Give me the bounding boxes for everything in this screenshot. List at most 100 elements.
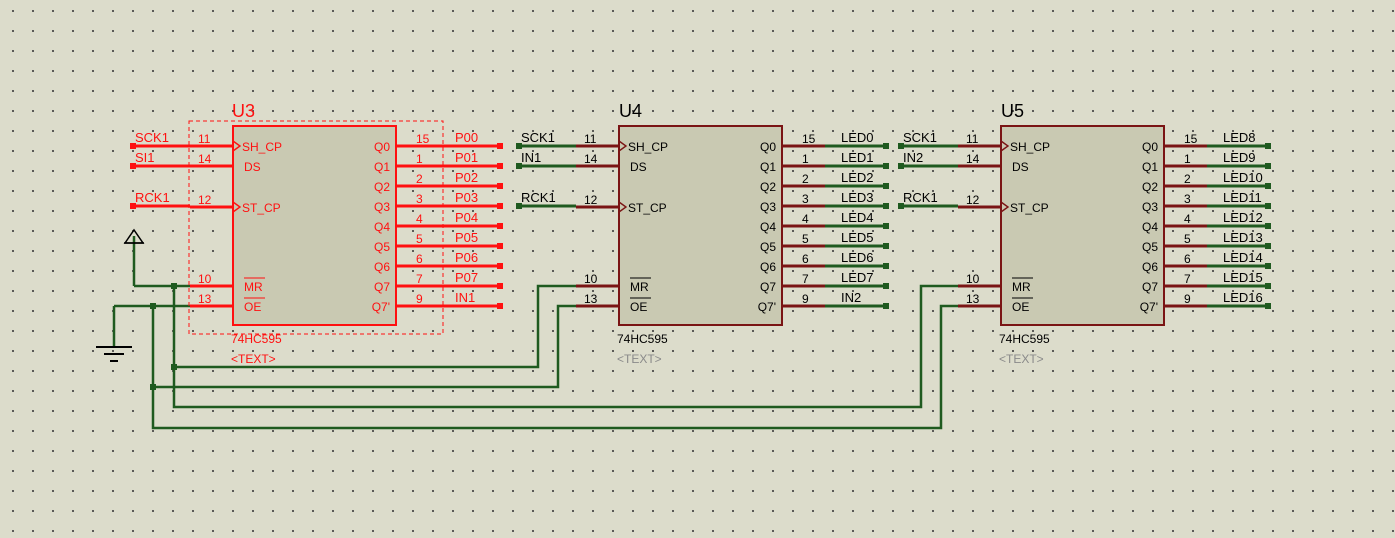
chip-text-placeholder: <TEXT>: [999, 352, 1044, 366]
pin-q4[interactable]: Q44: [374, 212, 439, 234]
chip-body[interactable]: [232, 125, 397, 326]
chip-body[interactable]: [618, 125, 783, 326]
pin-number: 7: [802, 272, 809, 286]
terminal-dot: [883, 303, 889, 309]
pin-number: 1: [802, 152, 809, 166]
pin-number: 9: [802, 292, 809, 306]
control-wire[interactable]: [153, 304, 576, 389]
pin-q1[interactable]: Q1 1: [374, 152, 439, 174]
pin-number: 3: [802, 192, 809, 206]
pin-number: 1: [416, 152, 423, 166]
pin-number: 2: [802, 172, 809, 186]
pin-q1[interactable]: Q11: [1142, 152, 1207, 174]
pin-number: 10: [966, 272, 980, 286]
net-label-led11: LED11: [1223, 190, 1262, 205]
control-wire[interactable]: [174, 284, 576, 369]
junction-dot: [171, 364, 177, 370]
terminal-dot: [883, 243, 889, 249]
pin-q2[interactable]: Q22: [374, 172, 439, 194]
net-label-p07: P07: [455, 270, 478, 285]
pin-number: 5: [416, 232, 423, 246]
pin-q7[interactable]: Q77: [374, 272, 439, 294]
terminal-dot: [1265, 263, 1271, 269]
pin-q4[interactable]: Q44: [760, 212, 825, 234]
chip-body[interactable]: [1000, 125, 1165, 326]
pin-number: 9: [1184, 292, 1191, 306]
junction-dot: [898, 203, 904, 209]
pin-q3[interactable]: Q3 3: [760, 192, 825, 214]
pin-number: 5: [1184, 232, 1191, 246]
pin-q5[interactable]: Q5 5: [1142, 232, 1207, 254]
pin-q6[interactable]: Q66: [1142, 252, 1207, 274]
pin-number: 10: [584, 272, 598, 286]
pin-name: Q1: [760, 160, 776, 174]
pin-name: Q1: [374, 160, 390, 174]
junction-dot: [150, 384, 156, 390]
pin-q2[interactable]: Q22: [760, 172, 825, 194]
pin-q5[interactable]: Q55: [760, 232, 825, 254]
pin-number: 4: [416, 212, 423, 226]
chip-u4[interactable]: U474HC595<TEXT>11SH_CP14DS12ST_CP10MR13O…: [576, 101, 825, 366]
clock-triangle: [232, 140, 242, 152]
pin-q4[interactable]: Q44: [1142, 212, 1207, 234]
pin-number: 6: [416, 252, 423, 266]
net-label-led9: LED9: [1223, 150, 1256, 165]
pin-q2[interactable]: Q22: [1142, 172, 1207, 194]
pin-name: OE: [244, 300, 261, 314]
chip-u3[interactable]: U374HC595<TEXT>11SH_CP14DS12ST_CP10MR13O…: [188, 101, 444, 366]
terminal-dot: [883, 283, 889, 289]
chip-u5[interactable]: U574HC595<TEXT>11SH_CP14DS12ST_CP10MR13O…: [958, 101, 1207, 366]
pin-name: OE: [1012, 300, 1029, 314]
pin-number: 14: [966, 152, 980, 166]
junction-dot: [130, 163, 136, 169]
terminal-dot: [1265, 203, 1271, 209]
net-label-led4: LED4: [841, 210, 874, 225]
pin-q6[interactable]: Q66: [374, 252, 439, 274]
terminal-dot: [497, 143, 503, 149]
pin-q7[interactable]: Q7'9: [758, 292, 825, 314]
pin-name: Q6: [1142, 260, 1158, 274]
net-label-p01: P01: [455, 150, 478, 165]
pin-q7[interactable]: Q77: [1142, 272, 1207, 294]
pin-q1[interactable]: Q1 1: [760, 152, 825, 174]
net-label-led5: LED5: [841, 230, 874, 245]
pin-q7[interactable]: Q7'9: [1140, 292, 1207, 314]
net-label-led1: LED1: [841, 150, 874, 165]
pin-q3[interactable]: Q33: [1142, 192, 1207, 214]
pin-q6[interactable]: Q66: [760, 252, 825, 274]
pin-q7[interactable]: Q7'9: [372, 292, 439, 314]
net-label-in2: IN2: [841, 290, 861, 305]
chip-text-placeholder: <TEXT>: [231, 352, 276, 366]
net-label-led15: LED15: [1223, 270, 1263, 285]
pin-q7[interactable]: Q77: [760, 272, 825, 294]
terminal-dot: [1265, 303, 1271, 309]
pin-q5[interactable]: Q55: [374, 232, 439, 254]
net-label-p04: P04: [455, 210, 478, 225]
pin-name: Q5: [1142, 240, 1158, 254]
terminal-dot: [1265, 283, 1271, 289]
terminal-dot: [1265, 163, 1271, 169]
pin-name: Q3: [760, 200, 776, 214]
pin-name: ST_CP: [628, 201, 667, 215]
pin-q3[interactable]: Q33: [374, 192, 439, 214]
pin-number: 3: [1184, 192, 1191, 206]
